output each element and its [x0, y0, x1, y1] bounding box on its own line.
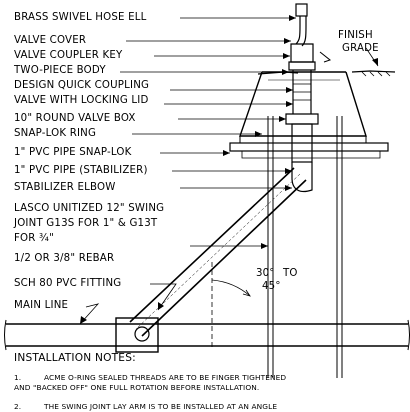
note-2-number: 2.	[14, 402, 22, 411]
note-1-number: 1.	[14, 373, 22, 382]
callout-swing-joint-line-3: FOR ¾"	[14, 233, 54, 244]
callout-fitting: SCH 80 PVC FITTING	[14, 278, 122, 289]
callout-swing-joint-line-2: JOINT G13S FOR 1" & G13T	[14, 218, 158, 229]
stabilizer-plate	[229, 142, 389, 159]
callout-snap-lok-ring: SNAP-LOK RING	[14, 128, 97, 139]
callout-rebar: 1/2 OR 3/8" REBAR	[14, 253, 115, 264]
valve-box	[239, 71, 367, 144]
angle-from-label: 30°	[256, 268, 275, 279]
sch80-fitting	[115, 317, 159, 353]
quick-coupler	[285, 43, 332, 125]
angle-to-label: 45°	[262, 281, 281, 292]
callout-pipe-snap-lok: 1" PVC PIPE SNAP-LOK	[14, 147, 132, 158]
callout-finish: FINISH	[338, 30, 373, 41]
callout-hose-ell: BRASS SWIVEL HOSE ELL	[14, 12, 147, 23]
callout-main-line: MAIN LINE	[14, 300, 69, 311]
leader-lines	[79, 17, 379, 325]
note-1-line-2: AND "BACKED OFF" ONE FULL ROTATION BEFOR…	[14, 383, 260, 392]
callout-valve-box: 10" ROUND VALVE BOX	[14, 113, 136, 124]
notes-heading: INSTALLATION NOTES:	[14, 352, 136, 364]
rebar-rods	[267, 116, 343, 378]
callout-quick-coupling: DESIGN QUICK COUPLING	[14, 80, 150, 91]
callout-coupler-key: VALVE COUPLER KEY	[14, 50, 123, 61]
callout-valve-cover: VALVE COVER	[14, 35, 87, 46]
callout-pipe-stabilizer: 1" PVC PIPE (STABILIZER)	[14, 165, 148, 176]
stabilizer-pipe	[291, 123, 313, 193]
hose-ell	[295, 3, 308, 47]
callout-locking-lid: VALVE WITH LOCKING LID	[14, 95, 149, 106]
main-line-pipe	[4, 319, 410, 351]
callout-swing-joint-line-1: LASCO UNITIZED 12" SWING	[14, 203, 165, 214]
leader-arrows	[80, 15, 378, 324]
note-2-line-1: THE SWING JOINT LAY ARM IS TO BE INSTALL…	[44, 402, 278, 411]
swing-joint-arm	[129, 167, 307, 337]
note-1-line-1: ACME O-RING SEALED THREADS ARE TO BE FIN…	[44, 373, 287, 382]
angle-arc	[211, 262, 251, 350]
angle-to-word: TO	[283, 268, 298, 279]
callout-stabilizer-elbow: STABILIZER ELBOW	[14, 182, 116, 193]
callout-grade: GRADE	[342, 43, 379, 54]
callout-two-piece-body: TWO-PIECE BODY	[14, 65, 106, 76]
